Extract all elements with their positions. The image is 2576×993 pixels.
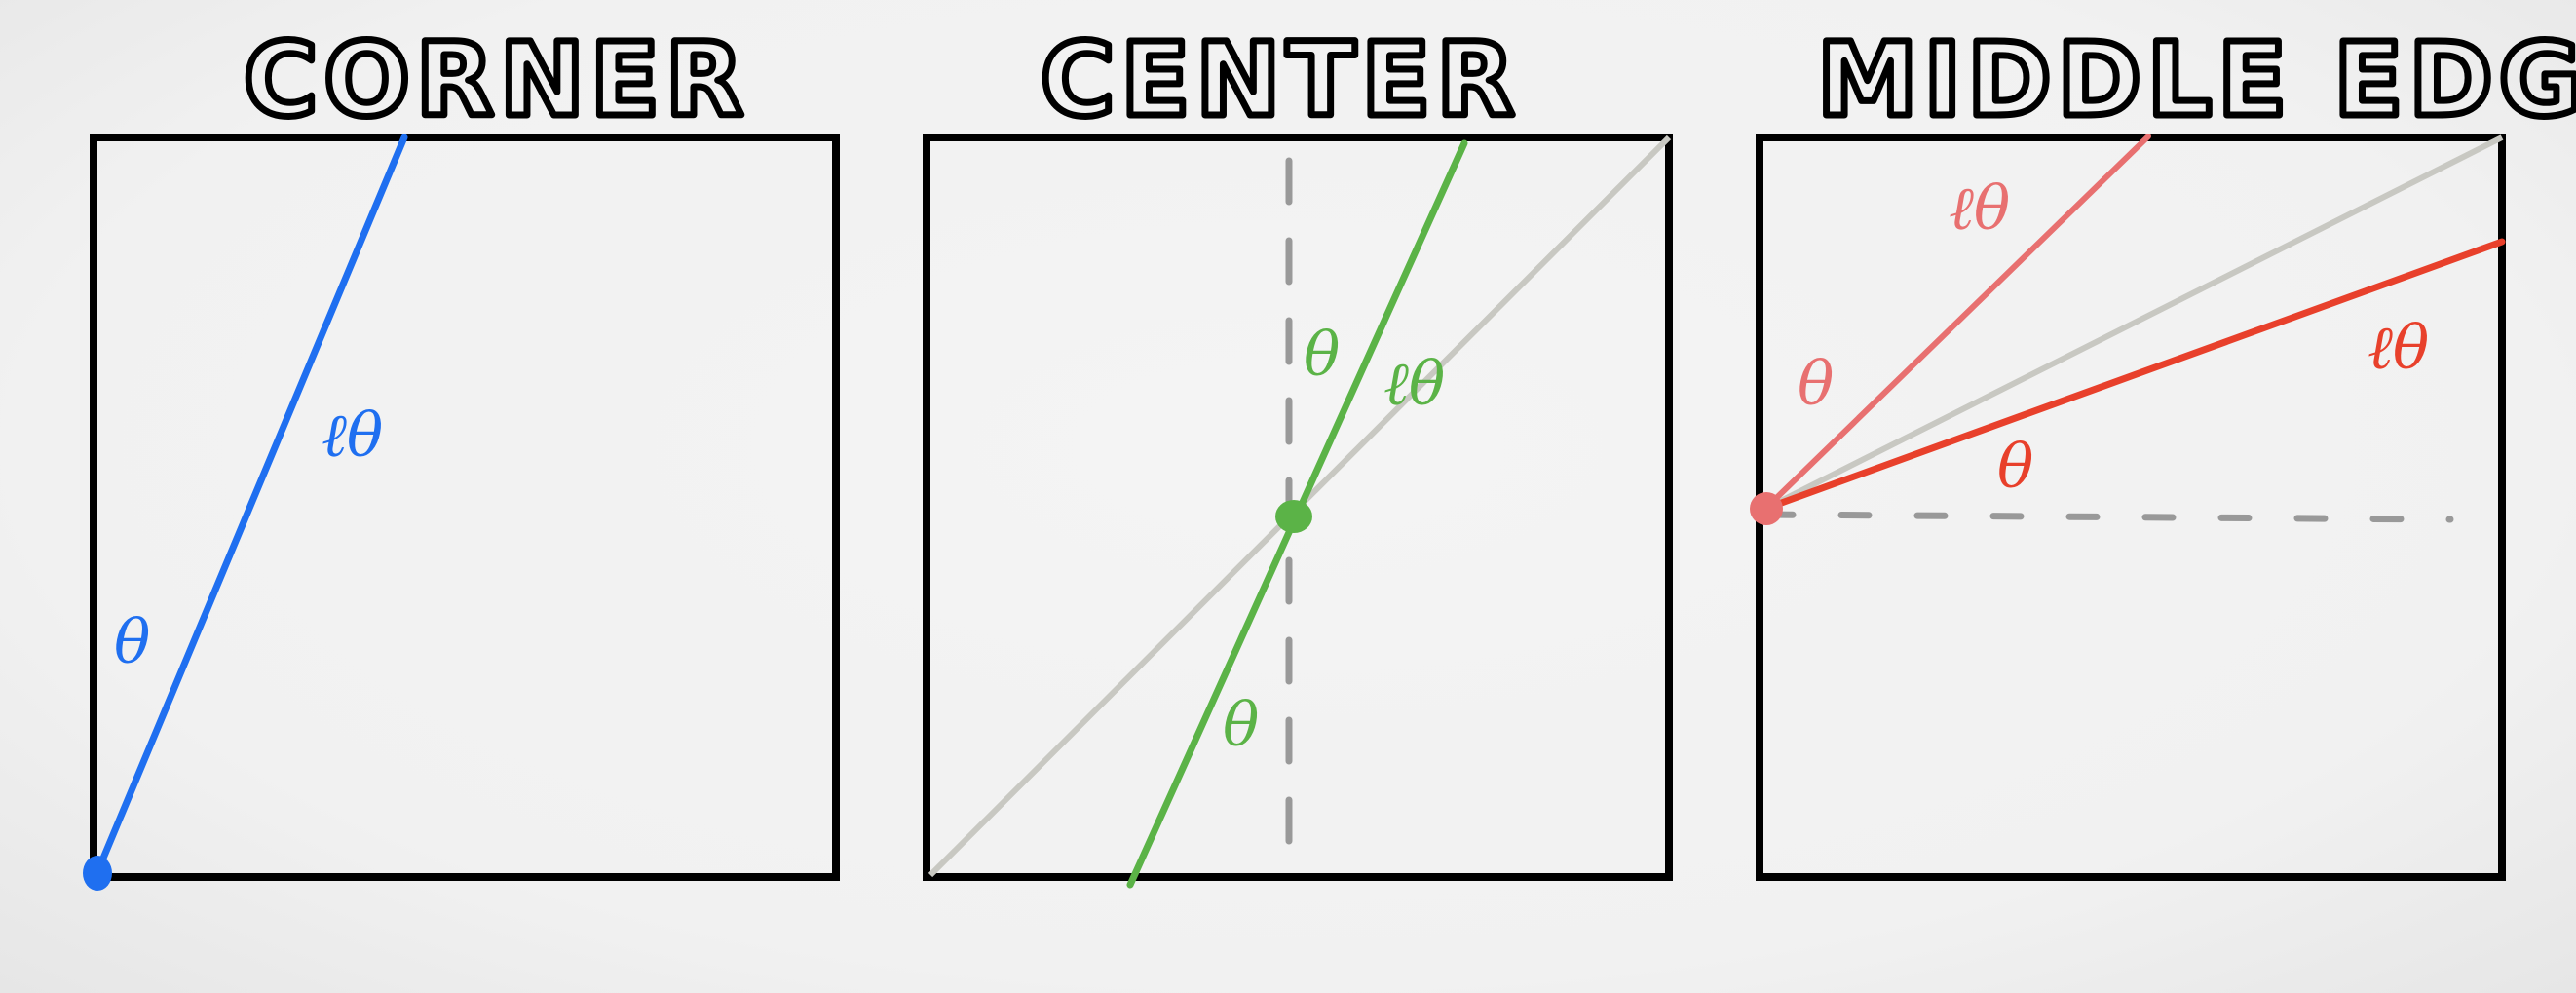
theta-label-middle-edge-steep: θ bbox=[1798, 348, 1834, 419]
panel-middle-edge: MIDDLE EDGE ℓθ θ ℓθ θ bbox=[1750, 18, 2576, 881]
theta-label-center-lower: θ bbox=[1223, 689, 1259, 760]
theta-label-center-upper: θ bbox=[1304, 319, 1340, 390]
ray-middle-edge-steep bbox=[1762, 134, 2151, 512]
length-label-corner: ℓθ bbox=[322, 400, 383, 471]
horizontal-dashed-middle-edge bbox=[1762, 511, 2454, 523]
origin-point-middle-edge bbox=[1750, 492, 1783, 525]
panel-title-center: CENTER bbox=[1041, 20, 1520, 139]
square-middle-edge bbox=[1756, 134, 2506, 881]
ray-corner bbox=[94, 134, 408, 876]
origin-point-corner bbox=[83, 856, 112, 891]
length-label-center: ℓθ bbox=[1383, 348, 1445, 419]
ray-middle-edge-shallow bbox=[1762, 238, 2506, 513]
theta-label-middle-edge-shallow: θ bbox=[1997, 431, 2033, 502]
diagonal-middle-edge bbox=[1763, 134, 2504, 512]
square-center bbox=[923, 134, 1673, 881]
length-label-middle-edge-steep: ℓθ bbox=[1949, 172, 2010, 244]
square-corner bbox=[90, 134, 840, 881]
origin-point-center bbox=[1275, 500, 1312, 533]
panel-title-corner: CORNER bbox=[244, 20, 749, 139]
length-label-middle-edge-shallow: ℓθ bbox=[2368, 312, 2429, 383]
panel-title-middle-edge: MIDDLE EDGE bbox=[1817, 20, 2576, 139]
panel-center: CENTER θ θ ℓθ bbox=[923, 18, 1673, 889]
theta-label-corner: θ bbox=[114, 606, 150, 677]
panel-corner: CORNER θ ℓθ bbox=[83, 18, 840, 891]
